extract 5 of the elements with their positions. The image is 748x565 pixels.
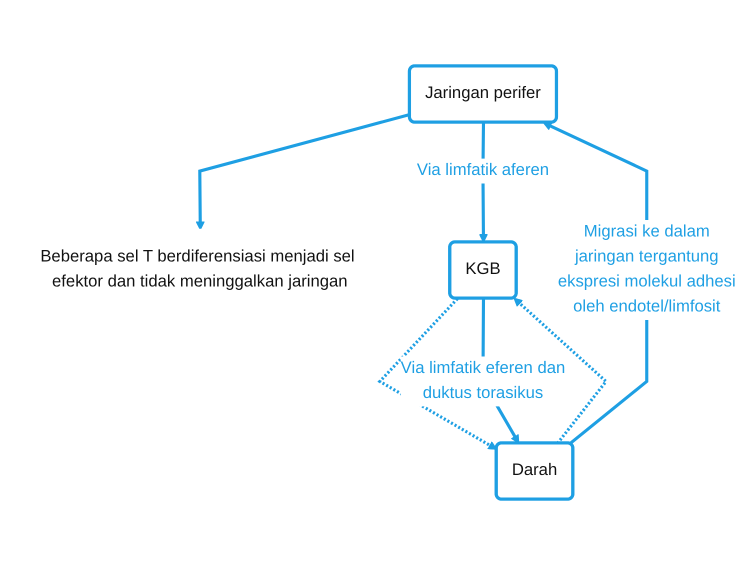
node-text: Beberapa sel T berdiferensiasi menjadi sel efektor dan tidak meninggalkan jaringan bbox=[40, 248, 355, 291]
edge-label: Via limfatik eferen dan duktus torasikus bbox=[400, 360, 566, 402]
edge-label: Migrasi ke dalam jaringan tergantung ekspresi molekul adhesi oleh endotel/limfosit bbox=[558, 223, 736, 316]
arrow bbox=[377, 298, 498, 450]
edge-label: Via limfatik aferen bbox=[416, 162, 550, 180]
